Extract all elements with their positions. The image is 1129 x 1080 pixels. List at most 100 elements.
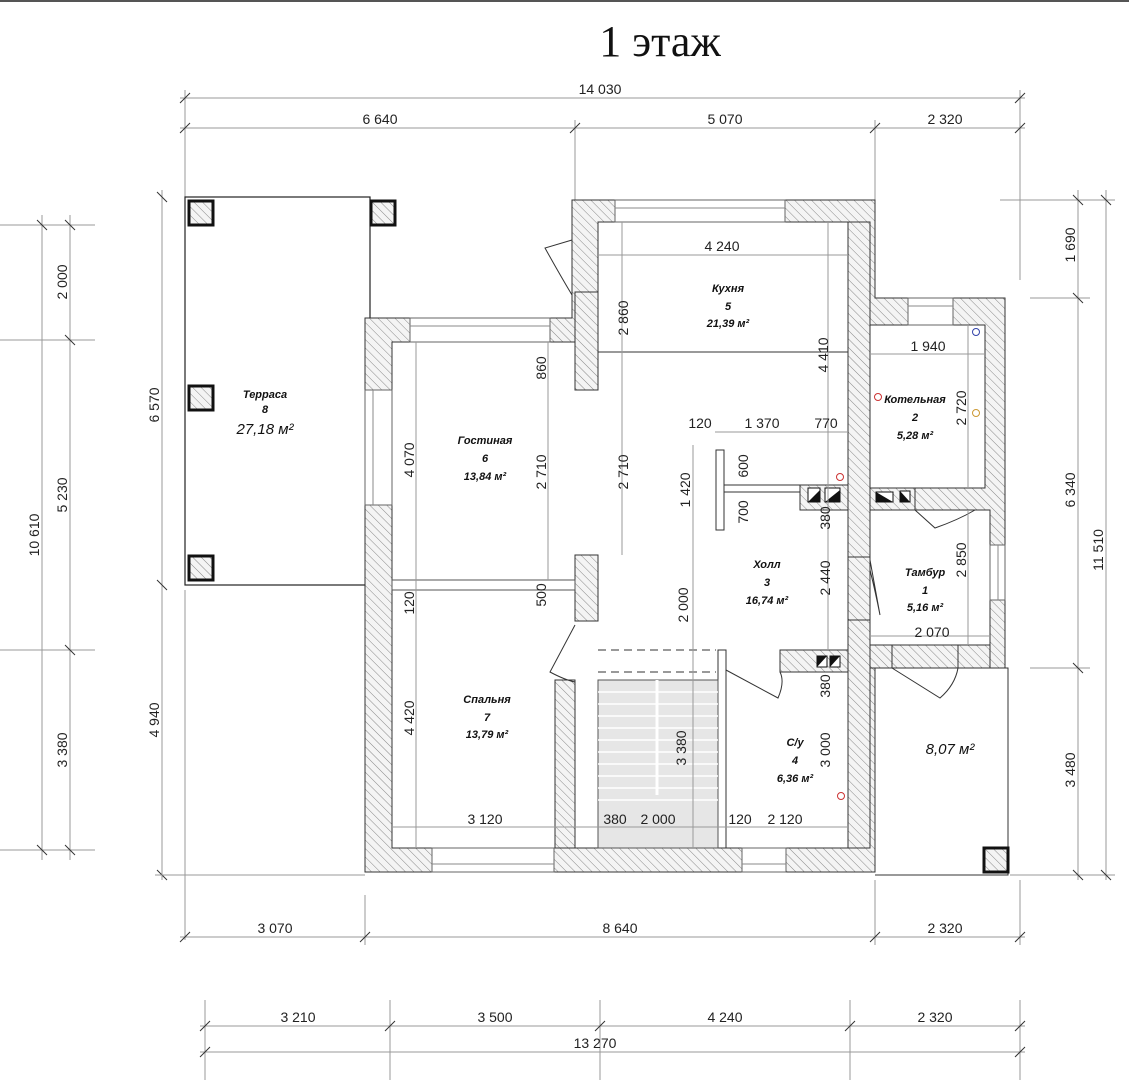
dim-right: 3 480 xyxy=(1062,752,1078,787)
interior-dimensions: 4 240 2 860 4 410 1 940 2 720 120 1 370 … xyxy=(401,238,969,827)
svg-text:2: 2 xyxy=(911,412,918,424)
dim-bottom: 3 070 xyxy=(257,920,292,936)
svg-text:27,18 м²: 27,18 м² xyxy=(236,421,295,438)
marker-icon xyxy=(837,792,845,800)
dim-interior: 2 710 xyxy=(615,454,631,489)
dim-left: 5 230 xyxy=(54,477,70,512)
dim-top: 6 640 xyxy=(362,111,397,127)
svg-text:21,39 м²: 21,39 м² xyxy=(706,318,750,330)
room-label-boiler: Котельная 2 5,28 м² xyxy=(884,394,946,442)
svg-text:Терраса: Терраса xyxy=(243,389,287,401)
dim-interior: 2 000 xyxy=(675,587,691,622)
dim-interior: 500 xyxy=(533,583,549,607)
dim-interior: 2 120 xyxy=(767,811,802,827)
dim-interior: 2 710 xyxy=(533,454,549,489)
bottom-dimensions: 3 070 8 640 2 320 3 210 3 500 4 240 2 32… xyxy=(179,880,1026,1080)
room-label-bathroom: С/у 4 6,36 м² xyxy=(777,737,814,785)
dim-interior: 4 240 xyxy=(704,238,739,254)
dim-left-total: 10 610 xyxy=(26,513,42,556)
dim-interior: 3 120 xyxy=(467,811,502,827)
column xyxy=(187,199,215,227)
stairs xyxy=(597,649,719,849)
utility-markers xyxy=(836,328,980,800)
dim-left-inner: 4 940 xyxy=(146,702,162,737)
dim-interior: 1 370 xyxy=(744,415,779,431)
dim-right: 6 340 xyxy=(1062,472,1078,507)
dim-interior: 860 xyxy=(533,356,549,380)
dim-bottom: 8 640 xyxy=(602,920,637,936)
svg-text:С/у: С/у xyxy=(786,737,804,749)
dim-interior: 120 xyxy=(401,591,417,615)
svg-text:Спальня: Спальня xyxy=(463,694,511,706)
dim-interior: 4 420 xyxy=(401,700,417,735)
dim-interior: 4 410 xyxy=(815,337,831,372)
dim-top-total: 14 030 xyxy=(579,81,622,97)
dim-interior: 3 380 xyxy=(673,730,689,765)
dim-interior: 600 xyxy=(735,454,751,478)
svg-text:Котельная: Котельная xyxy=(884,394,946,406)
outside-area xyxy=(875,667,1010,876)
svg-text:Гостиная: Гостиная xyxy=(458,435,513,447)
svg-text:Тамбур: Тамбур xyxy=(905,567,946,579)
top-dimensions: 14 030 6 640 5 070 2 320 xyxy=(179,81,1026,280)
svg-text:5: 5 xyxy=(725,301,732,313)
dim-left: 3 380 xyxy=(54,732,70,767)
dim-interior: 380 xyxy=(817,674,833,698)
svg-text:13,79 м²: 13,79 м² xyxy=(466,729,509,741)
svg-text:8: 8 xyxy=(262,404,269,416)
svg-text:6,36 м²: 6,36 м² xyxy=(777,773,814,785)
dim-interior: 2 850 xyxy=(953,542,969,577)
column xyxy=(369,199,397,227)
room-label-bedroom: Спальня 7 13,79 м² xyxy=(463,694,511,741)
svg-text:7: 7 xyxy=(484,712,491,724)
svg-text:4: 4 xyxy=(791,755,798,767)
dim-bottom2: 3 500 xyxy=(477,1009,512,1025)
room-label-vestibule: Тамбур 1 5,16 м² xyxy=(905,567,946,614)
svg-text:16,74 м²: 16,74 м² xyxy=(746,595,789,607)
marker-icon xyxy=(836,473,844,481)
dim-bottom2: 4 240 xyxy=(707,1009,742,1025)
dim-bottom2: 3 210 xyxy=(280,1009,315,1025)
dim-interior: 2 720 xyxy=(953,390,969,425)
room-label-kitchen: Кухня 5 21,39 м² xyxy=(706,283,750,330)
dim-interior: 120 xyxy=(728,811,752,827)
plan-title: 1 этаж xyxy=(599,17,721,66)
column xyxy=(982,846,1010,874)
marker-icon xyxy=(874,393,882,401)
column xyxy=(187,384,215,412)
svg-text:5,28 м²: 5,28 м² xyxy=(897,430,934,442)
dim-interior: 2 440 xyxy=(817,560,833,595)
svg-text:1: 1 xyxy=(922,585,928,597)
dim-bottom-total: 13 270 xyxy=(574,1035,617,1051)
dim-interior: 2 860 xyxy=(615,300,631,335)
windows xyxy=(364,199,1006,873)
room-label-terrace: Терраса 8 27,18 м² xyxy=(236,389,295,438)
marker-icon xyxy=(972,328,980,336)
dim-interior: 3 000 xyxy=(817,732,833,767)
dim-right: 1 690 xyxy=(1062,227,1078,262)
right-dimensions: 1 690 6 340 3 480 11 510 xyxy=(1000,190,1115,881)
dim-interior: 4 070 xyxy=(401,442,417,477)
dim-interior: 120 xyxy=(688,415,712,431)
doors xyxy=(544,239,976,699)
svg-text:5,16 м²: 5,16 м² xyxy=(907,602,944,614)
svg-text:Холл: Холл xyxy=(752,559,780,571)
dim-interior: 770 xyxy=(814,415,838,431)
left-dimensions: 2 000 5 230 3 380 10 610 6 570 4 940 xyxy=(0,190,365,940)
svg-text:6: 6 xyxy=(482,453,489,465)
top-border xyxy=(0,0,1129,2)
outside-area-label: 8,07 м² xyxy=(926,741,976,758)
room-label-hall: Холл 3 16,74 м² xyxy=(746,559,789,607)
svg-text:3: 3 xyxy=(764,577,770,589)
dim-interior: 2 070 xyxy=(914,624,949,640)
dim-top: 2 320 xyxy=(927,111,962,127)
dim-bottom2: 2 320 xyxy=(917,1009,952,1025)
dim-interior: 2 000 xyxy=(640,811,675,827)
dim-bottom: 2 320 xyxy=(927,920,962,936)
dim-interior: 700 xyxy=(735,500,751,524)
marker-icon xyxy=(972,409,980,417)
dim-interior: 380 xyxy=(603,811,627,827)
room-label-living: Гостиная 6 13,84 м² xyxy=(458,435,513,483)
dim-right-total: 11 510 xyxy=(1090,529,1106,571)
